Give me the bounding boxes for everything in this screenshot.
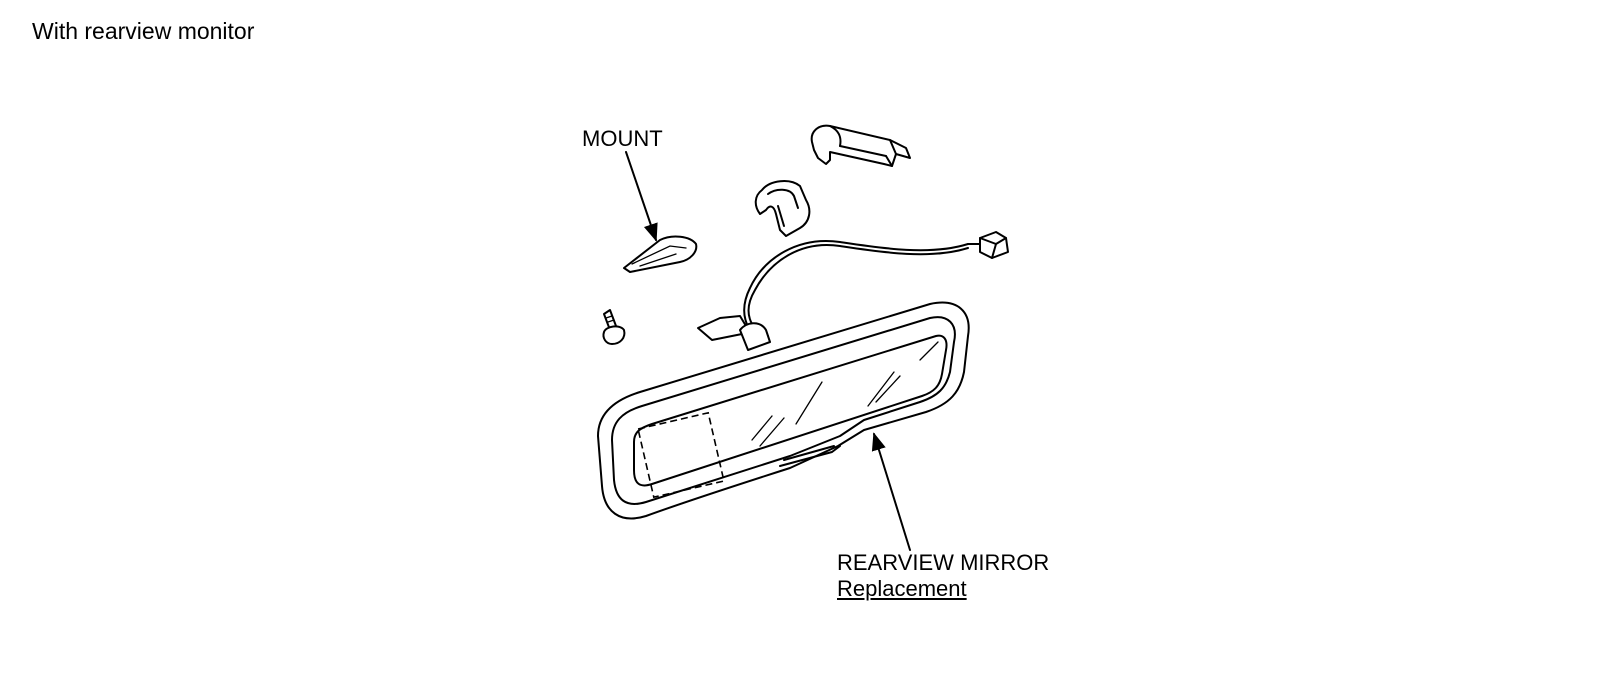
clip-cover-icon	[810, 124, 911, 167]
rearview-mirror-label: REARVIEW MIRROR	[837, 550, 1050, 575]
mirror-stay	[697, 315, 771, 351]
mount-icon	[623, 235, 698, 273]
screw-icon	[602, 309, 626, 345]
monitor-display-area	[637, 411, 725, 499]
mount-label: MOUNT	[582, 126, 663, 151]
rearview-mirror-icon	[597, 301, 970, 520]
page-heading: With rearview monitor	[32, 18, 255, 44]
mount-leader-line	[625, 151, 658, 242]
wire-harness	[747, 244, 969, 337]
replacement-link[interactable]: Replacement	[837, 576, 967, 601]
mirror-leader-line	[871, 432, 911, 551]
connector-icon	[967, 231, 1009, 259]
clip-icon	[754, 180, 811, 237]
